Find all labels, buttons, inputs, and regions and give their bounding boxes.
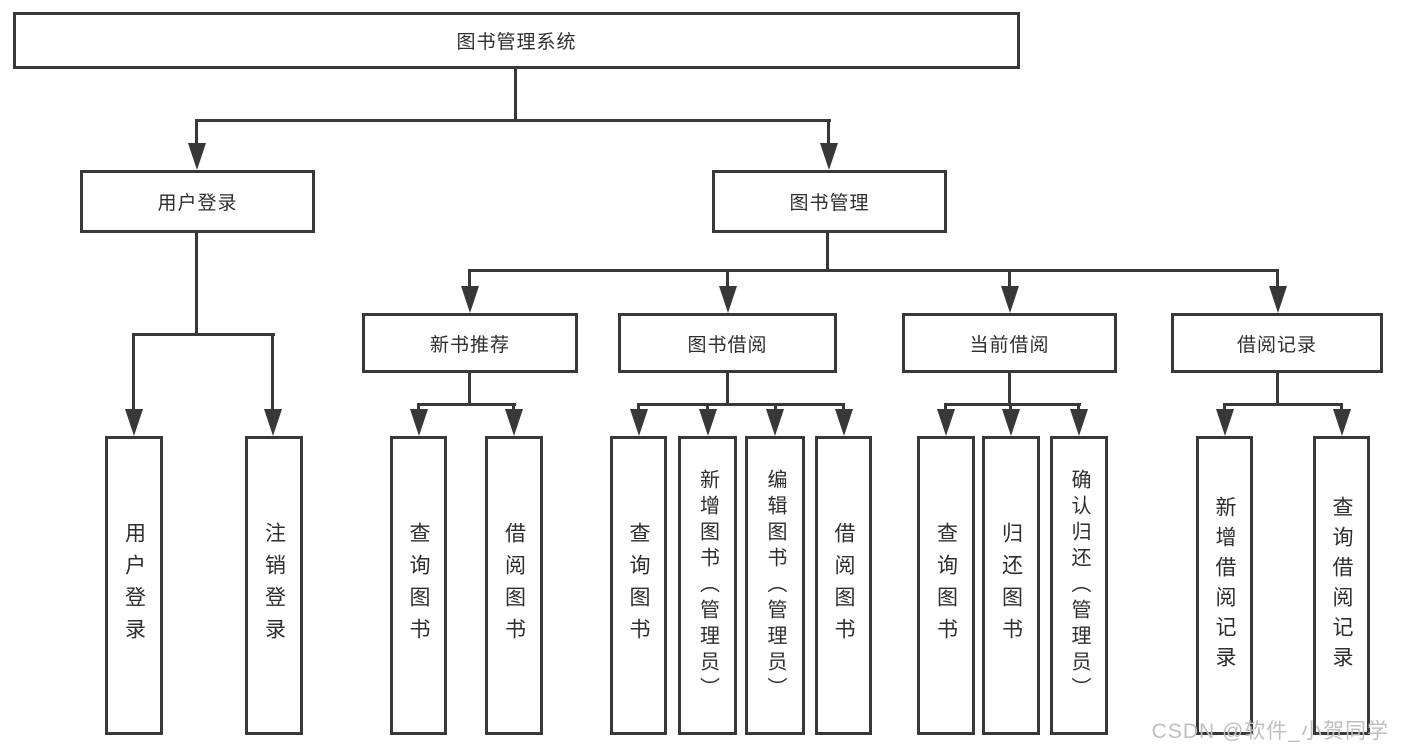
leaf-add-book: 新增图书（管理员） — [678, 436, 737, 735]
connector-line — [1223, 403, 1343, 406]
node-root: 图书管理系统 — [13, 12, 1020, 69]
leaf-query-book-1-label: 查询图书 — [407, 521, 430, 650]
node-new-book-recommend-label: 新书推荐 — [429, 334, 510, 356]
connector-line — [944, 403, 947, 413]
arrowhead-down — [820, 143, 838, 170]
connector-line — [1276, 269, 1279, 291]
connector-line — [726, 373, 729, 406]
connector-line — [1008, 269, 1011, 291]
arrowhead-down — [1001, 286, 1019, 313]
leaf-user-login: 用户登录 — [105, 436, 163, 735]
connector-line — [468, 269, 1279, 272]
arrowhead-down — [699, 409, 717, 436]
connector-line — [468, 373, 471, 406]
arrowhead-down — [1002, 409, 1020, 436]
arrowhead-down — [630, 409, 648, 436]
leaf-logout: 注销登录 — [245, 436, 303, 735]
leaf-borrow-book-1-label: 借阅图书 — [502, 521, 526, 650]
arrowhead-down — [766, 409, 784, 436]
node-current-borrow-label: 当前借阅 — [969, 334, 1050, 356]
node-new-book-recommend: 新书推荐 — [362, 313, 578, 373]
leaf-borrow-book-1: 借阅图书 — [485, 436, 543, 735]
arrowhead-down — [1216, 409, 1234, 436]
connector-line — [195, 119, 198, 145]
leaf-borrow-book-2-label: 借阅图书 — [832, 521, 855, 650]
leaf-confirm-return-label: 确认归还（管理员） — [1068, 468, 1090, 703]
leaf-return-book: 归还图书 — [982, 436, 1040, 735]
connector-line — [132, 333, 275, 336]
connector-line — [637, 403, 845, 406]
leaf-borrow-book-2: 借阅图书 — [815, 436, 872, 735]
connector-line — [512, 403, 515, 413]
leaf-query-borrow-record: 查询借阅记录 — [1313, 436, 1370, 735]
leaf-query-book-1: 查询图书 — [390, 436, 447, 735]
watermark: CSDN @软件_小贺同学 — [1151, 720, 1389, 743]
node-borrow-record-label: 借阅记录 — [1236, 334, 1317, 356]
arrowhead-down — [505, 409, 523, 436]
connector-line — [417, 403, 516, 406]
arrowhead-down — [461, 286, 479, 313]
connector-line — [468, 269, 471, 291]
leaf-query-book-3: 查询图书 — [917, 436, 975, 735]
leaf-query-book-2-label: 查询图书 — [627, 521, 650, 650]
leaf-edit-book-label: 编辑图书（管理员） — [764, 468, 786, 703]
node-user-login: 用户登录 — [80, 170, 315, 233]
arrowhead-down — [125, 409, 143, 436]
leaf-query-borrow-record-label: 查询借阅记录 — [1330, 495, 1353, 676]
connector-line — [826, 233, 829, 272]
connector-line — [944, 403, 1081, 406]
node-book-borrow-label: 图书借阅 — [687, 334, 768, 356]
connector-line — [774, 403, 777, 413]
node-book-management-label: 图书管理 — [789, 193, 870, 214]
connector-line — [1340, 403, 1343, 413]
arrowhead-down — [1070, 409, 1088, 436]
node-book-management: 图书管理 — [712, 170, 947, 233]
leaf-user-login-label: 用户登录 — [122, 521, 146, 650]
connector-line — [1276, 373, 1279, 406]
leaf-logout-label: 注销登录 — [262, 521, 286, 650]
leaf-return-book-label: 归还图书 — [999, 521, 1023, 650]
connector-line — [637, 403, 640, 413]
connector-line — [726, 269, 729, 291]
connector-line — [514, 68, 517, 122]
arrowhead-down — [719, 286, 737, 313]
leaf-query-book-2: 查询图书 — [610, 436, 667, 735]
connector-line — [1223, 403, 1226, 413]
connector-line — [842, 403, 845, 413]
connector-line — [1077, 403, 1080, 413]
node-current-borrow: 当前借阅 — [902, 313, 1117, 373]
connector-line — [706, 403, 709, 413]
connector-line — [195, 119, 831, 122]
connector-line — [195, 233, 198, 336]
arrowhead-down — [410, 409, 428, 436]
arrowhead-down — [937, 409, 955, 436]
arrowhead-down — [1333, 409, 1351, 436]
connector-line — [417, 403, 420, 413]
arrowhead-down — [1269, 286, 1287, 313]
leaf-query-book-3-label: 查询图书 — [934, 521, 958, 650]
node-borrow-record: 借阅记录 — [1171, 313, 1383, 373]
connector-line — [1008, 373, 1011, 406]
leaf-add-borrow-record-label: 新增借阅记录 — [1213, 495, 1236, 676]
node-user-login-label: 用户登录 — [157, 193, 238, 214]
connector-line — [132, 333, 135, 411]
connector-line — [271, 333, 274, 411]
connector-line — [1009, 403, 1012, 413]
leaf-edit-book: 编辑图书（管理员） — [745, 436, 805, 735]
leaf-confirm-return: 确认归还（管理员） — [1050, 436, 1108, 735]
leaf-add-book-label: 新增图书（管理员） — [696, 468, 719, 703]
arrowhead-down — [264, 409, 282, 436]
leaf-add-borrow-record: 新增借阅记录 — [1196, 436, 1253, 735]
node-root-label: 图书管理系统 — [456, 32, 577, 53]
arrowhead-down — [835, 409, 853, 436]
connector-line — [827, 119, 830, 145]
arrowhead-down — [188, 143, 206, 170]
node-book-borrow: 图书借阅 — [618, 313, 837, 373]
